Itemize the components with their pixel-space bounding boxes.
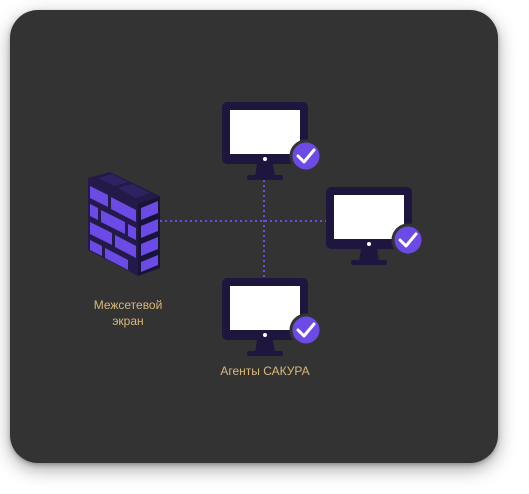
check-badge-icon xyxy=(289,313,323,347)
agent-monitor-3 xyxy=(222,278,323,356)
diagram-card: Межсетевой экран Агенты САКУРА xyxy=(10,10,498,463)
monitor-icon xyxy=(326,187,412,265)
check-badge-icon xyxy=(289,139,323,173)
firewall-label-line1: Межсетевой xyxy=(93,298,163,312)
brick-wall-icon xyxy=(88,172,160,276)
monitor-icon xyxy=(222,278,308,356)
firewall-label-line2: экран xyxy=(112,314,144,328)
agent-monitor-2 xyxy=(326,187,425,265)
firewall-label: Межсетевой экран xyxy=(78,297,178,329)
check-badge-icon xyxy=(391,223,425,257)
agents-label: Агенты САКУРА xyxy=(220,364,310,378)
network-diagram xyxy=(88,102,425,356)
connector-lines xyxy=(160,180,330,278)
monitor-icon xyxy=(222,102,308,180)
agent-monitor-1 xyxy=(222,102,323,180)
